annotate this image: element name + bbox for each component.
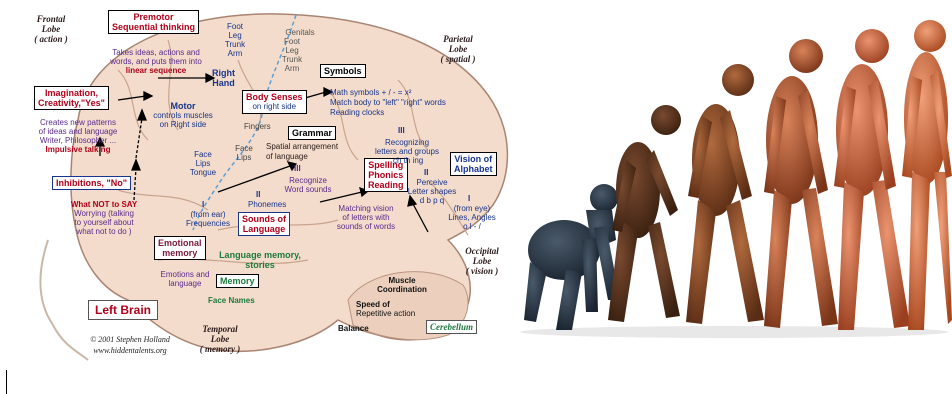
from-ear-frequencies: (from ear)Frequencies (184, 210, 232, 228)
evolution-figures (516, 0, 952, 368)
roman-I-eye: I (468, 194, 470, 203)
roman-III-letters: III (398, 126, 405, 135)
australopithecus-figure (686, 64, 764, 324)
left-border-line (6, 370, 7, 394)
early-hominid-figure (608, 105, 681, 322)
ground-shadow (520, 326, 948, 338)
cerebellum-box: Cerebellum (426, 320, 477, 334)
roman-I-ear: I (202, 200, 204, 209)
evolution-illustration-panel (516, 0, 952, 368)
roman-II-perceive: II (424, 168, 428, 177)
inhibitions-box: Inhibitions, "No" (52, 176, 131, 190)
phonemes-label: Phonemes (248, 200, 286, 209)
chimpanzee-figure (524, 184, 620, 330)
homo-sapiens-figure (902, 20, 952, 330)
language-memory-label: Language memory,stories (212, 250, 308, 270)
roman-III-recognize: III (294, 164, 301, 173)
symbols-box: Symbols (320, 64, 366, 78)
roman-II-phonemes: II (256, 190, 260, 199)
left-brain-box: Left Brain (88, 300, 158, 320)
grammar-box: Grammar (288, 126, 336, 140)
face-names-label: Face Names (208, 296, 255, 305)
fingers-label: Fingers (244, 122, 271, 131)
imagination-box: Imagination,Creativity,"Yes" (34, 86, 109, 110)
balance-label: Balance (338, 324, 369, 333)
homo-habilis-figure (764, 39, 838, 328)
homo-erectus-figure (834, 29, 910, 330)
memory-box: Memory (216, 274, 259, 288)
